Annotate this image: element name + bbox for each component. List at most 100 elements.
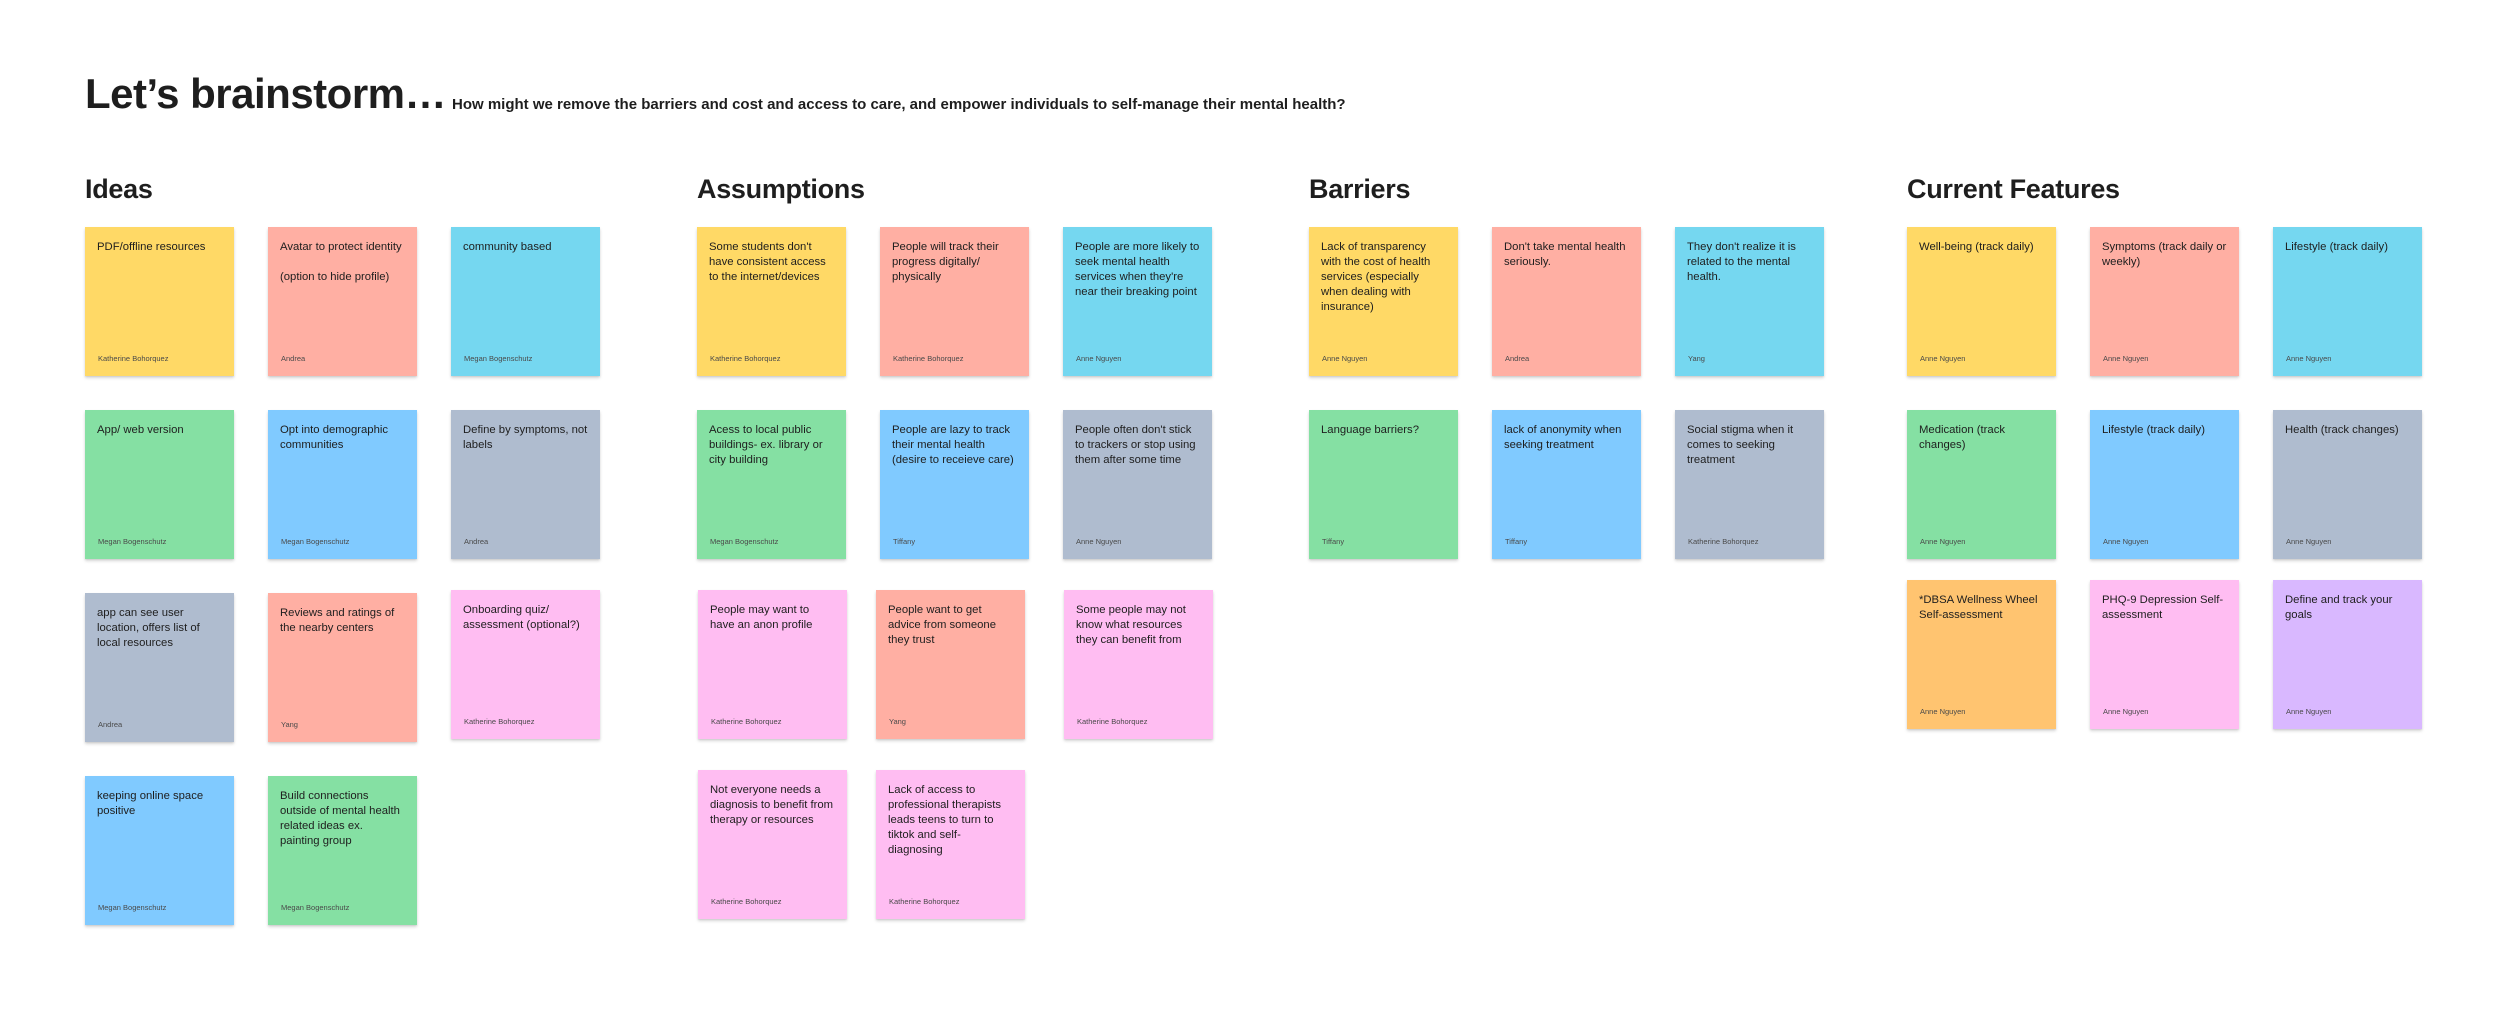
sticky-note-text: Don't take mental health seriously. (1504, 241, 1629, 268)
sticky-note-text: Some people may not know what resources … (1076, 604, 1190, 646)
sticky-note-text: Some students don't have consistent acce… (709, 241, 829, 283)
sticky-note-text: People often don't stick to trackers or … (1075, 424, 1199, 466)
sticky-note-author: Anne Nguyen (1920, 537, 1966, 546)
sticky-note-assumptions[interactable]: Acess to local public buildings- ex. lib… (697, 410, 846, 559)
sticky-note-author: Megan Bogenschutz (98, 903, 167, 912)
sticky-note-barriers[interactable]: Language barriers? Tiffany (1309, 410, 1458, 559)
sticky-note-author: Yang (281, 720, 298, 729)
sticky-note-ideas[interactable]: app can see user location, offers list o… (85, 593, 234, 742)
sticky-note-features[interactable]: Lifestyle (track daily)Anne Nguyen (2273, 227, 2422, 376)
sticky-note-assumptions[interactable]: Lack of access to professional therapist… (876, 770, 1025, 919)
sticky-note-assumptions[interactable]: People want to get advice from someone t… (876, 590, 1025, 739)
sticky-note-text: Avatar to protect identity (option to hi… (280, 241, 402, 283)
sticky-note-assumptions[interactable]: People will track their progress digital… (880, 227, 1029, 376)
sticky-note-author: Anne Nguyen (1076, 354, 1122, 363)
sticky-note-author: Tiffany (893, 537, 916, 546)
section-title-barriers: Barriers (1309, 174, 1411, 204)
sticky-note-author: Anne Nguyen (2103, 354, 2149, 363)
sticky-note-ideas[interactable]: Avatar to protect identity (option to hi… (268, 227, 417, 376)
sticky-note-author: Megan Bogenschutz (98, 537, 167, 546)
sticky-note-text: lack of anonymity when seeking treatment (1504, 424, 1625, 451)
sticky-note-text: Onboarding quiz/ assessment (optional?) (463, 604, 580, 631)
sticky-note-assumptions[interactable]: Some people may not know what resources … (1064, 590, 1213, 739)
sticky-note-text: Health (track changes) (2285, 424, 2399, 436)
sticky-note-author: Anne Nguyen (1076, 537, 1122, 546)
sticky-note-features[interactable]: Medication (track changes) Anne Nguyen (1907, 410, 2056, 559)
sticky-note-text: *DBSA Wellness Wheel Self-assessment (1919, 594, 2041, 621)
sticky-note-features[interactable]: Well-being (track daily) Anne Nguyen (1907, 227, 2056, 376)
sticky-note-text: People will track their progress digital… (892, 241, 1002, 283)
sticky-note-assumptions[interactable]: People are lazy to track their mental he… (880, 410, 1029, 559)
section-title-ideas: Ideas (85, 174, 153, 204)
sticky-note-text: Medication (track changes) (1919, 424, 2009, 451)
sticky-note-assumptions[interactable]: People often don't stick to trackers or … (1063, 410, 1212, 559)
sticky-note-author: Anne Nguyen (2286, 537, 2332, 546)
sticky-note-ideas[interactable]: Onboarding quiz/ assessment (optional?) K… (451, 590, 600, 739)
sticky-note-author: Anne Nguyen (1322, 354, 1368, 363)
sticky-note-barriers[interactable]: Lack of transparency with the cost of he… (1309, 227, 1458, 376)
sticky-note-ideas[interactable]: Build connections outside of mental heal… (268, 776, 417, 925)
sticky-note-author: Andrea (98, 720, 123, 729)
sticky-note-author: Andrea (1505, 354, 1530, 363)
sticky-note-text: Well-being (track daily) (1919, 241, 2034, 253)
sticky-note-assumptions[interactable]: Not everyone needs a diagnosis to benefi… (698, 770, 847, 919)
sticky-note-assumptions[interactable]: People are more likely to seek mental he… (1063, 227, 1212, 376)
sticky-note-author: Anne Nguyen (2103, 707, 2149, 716)
sticky-note-text: People are lazy to track their mental he… (892, 424, 1014, 466)
sticky-note-author: Katherine Bohorquez (1077, 717, 1148, 726)
sticky-note-text: Lifestyle (track daily) (2102, 424, 2205, 436)
sticky-note-text: Acess to local public buildings- ex. lib… (709, 424, 826, 466)
sticky-note-author: Anne Nguyen (1920, 354, 1966, 363)
sticky-note-features[interactable]: Lifestyle (track daily) Anne Nguyen (2090, 410, 2239, 559)
sticky-note-author: Katherine Bohorquez (1688, 537, 1759, 546)
sticky-note-author: Yang (1688, 354, 1705, 363)
sticky-note-text: community based (463, 241, 552, 253)
sticky-note-features[interactable]: Symptoms (track daily or weekly)Anne Ngu… (2090, 227, 2239, 376)
sticky-note-author: Megan Bogenschutz (464, 354, 533, 363)
sticky-note-text: Social stigma when it comes to seeking t… (1687, 424, 1797, 466)
sticky-note-text: Lack of access to professional therapist… (888, 784, 1005, 856)
sticky-note-author: Katherine Bohorquez (893, 354, 964, 363)
sticky-note-author: Anne Nguyen (2103, 537, 2149, 546)
sticky-note-author: Tiffany (1322, 537, 1345, 546)
sticky-note-author: Megan Bogenschutz (281, 537, 350, 546)
sticky-note-author: Katherine Bohorquez (464, 717, 535, 726)
sticky-note-author: Megan Bogenschutz (281, 903, 350, 912)
sticky-note-text: PDF/offline resources (97, 241, 206, 253)
sticky-note-barriers[interactable]: Social stigma when it comes to seeking t… (1675, 410, 1824, 559)
sticky-note-text: App/ web version (97, 424, 184, 436)
sticky-note-author: Anne Nguyen (1920, 707, 1966, 716)
sticky-note-features[interactable]: Health (track changes) Anne Nguyen (2273, 410, 2422, 559)
sticky-note-text: Lifestyle (track daily) (2285, 241, 2388, 253)
sticky-note-author: Yang (889, 717, 906, 726)
board-title: Let’s brainstorm… (85, 70, 447, 117)
sticky-note-assumptions[interactable]: Some students don't have consistent acce… (697, 227, 846, 376)
sticky-note-author: Anne Nguyen (2286, 707, 2332, 716)
sticky-note-author: Andrea (281, 354, 306, 363)
sticky-note-text: Language barriers? (1321, 424, 1419, 436)
sticky-note-text: PHQ-9 Depression Self-assessment (2102, 594, 2224, 621)
sticky-note-ideas[interactable]: Reviews and ratings of the nearby center… (268, 593, 417, 742)
how-might-we-question: How might we remove the barriers and cos… (452, 96, 1346, 113)
sticky-note-text: app can see user location, offers list o… (97, 607, 203, 649)
sticky-note-barriers[interactable]: Don't take mental health seriously. Andre… (1492, 227, 1641, 376)
sticky-note-author: Andrea (464, 537, 489, 546)
sticky-note-barriers[interactable]: They don't realize it is related to the … (1675, 227, 1824, 376)
sticky-note-author: Katherine Bohorquez (711, 717, 782, 726)
sticky-note-text: Opt into demographic communities (280, 424, 392, 451)
sticky-note-text: Define by symptoms, not labels (463, 424, 591, 451)
sticky-note-author: Megan Bogenschutz (710, 537, 779, 546)
sticky-note-author: Katherine Bohorquez (889, 897, 960, 906)
sticky-note-barriers[interactable]: lack of anonymity when seeking treatment… (1492, 410, 1641, 559)
sticky-note-text: People want to get advice from someone t… (888, 604, 1000, 646)
